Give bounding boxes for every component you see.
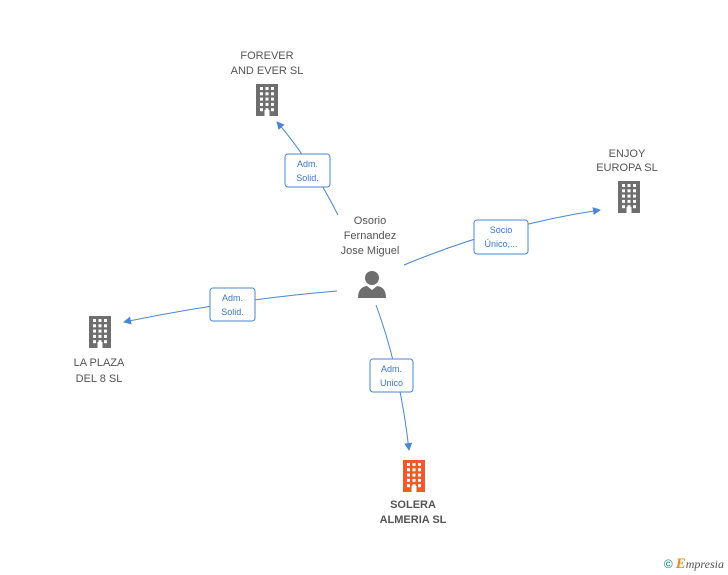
edge-label-laplaza[interactable]: Adm. Solid. — [209, 287, 256, 322]
node-label-line: ENJOY — [609, 148, 646, 160]
person-label-line: Fernandez — [344, 230, 397, 242]
footer-brand: ©Empresia — [664, 556, 724, 573]
person-icon — [358, 271, 386, 298]
node-solera[interactable]: SOLERA ALMERIA SL — [380, 460, 447, 526]
brand-logo-initial: E — [675, 556, 686, 572]
edge-label-enjoy[interactable]: Socio Único,... — [473, 219, 529, 255]
edge-label-solera[interactable]: Adm. Unico — [369, 358, 414, 393]
edge-label-line: Socio — [490, 225, 513, 235]
brand-logo-text: mpresia — [685, 557, 724, 571]
node-label-line: LA PLAZA — [74, 357, 125, 369]
building-icon — [618, 181, 640, 213]
edge-label-line: Adm. — [381, 364, 402, 374]
building-icon — [256, 84, 278, 116]
edge-label-line: Adm. — [297, 159, 318, 169]
edge-label-line: Adm. — [222, 293, 243, 303]
edge-label-line: Único,... — [484, 239, 517, 249]
building-icon — [89, 316, 111, 348]
copyright-icon: © — [663, 557, 673, 571]
node-label-line: FOREVER — [240, 50, 293, 62]
edge-label-line: Unico — [380, 378, 403, 388]
node-laplaza[interactable]: LA PLAZA DEL 8 SL — [74, 316, 125, 385]
node-label-line: EUROPA SL — [596, 162, 658, 174]
person-label-line: Jose Miguel — [341, 245, 400, 257]
node-person[interactable]: Osorio Fernandez Jose Miguel — [341, 215, 400, 298]
person-label-line: Osorio — [354, 215, 386, 227]
building-icon — [403, 460, 425, 492]
node-forever[interactable]: FOREVER AND EVER SL — [231, 50, 304, 116]
node-enjoy[interactable]: ENJOY EUROPA SL — [596, 148, 658, 213]
edge-label-line: Solid. — [296, 173, 319, 183]
edge-label-forever[interactable]: Adm. Solid. — [284, 153, 331, 188]
node-label-line: AND EVER SL — [231, 65, 304, 77]
node-label-line: ALMERIA SL — [380, 514, 447, 526]
node-label-line: SOLERA — [390, 499, 436, 511]
node-label-line: DEL 8 SL — [76, 373, 123, 385]
edge-label-line: Solid. — [221, 307, 244, 317]
